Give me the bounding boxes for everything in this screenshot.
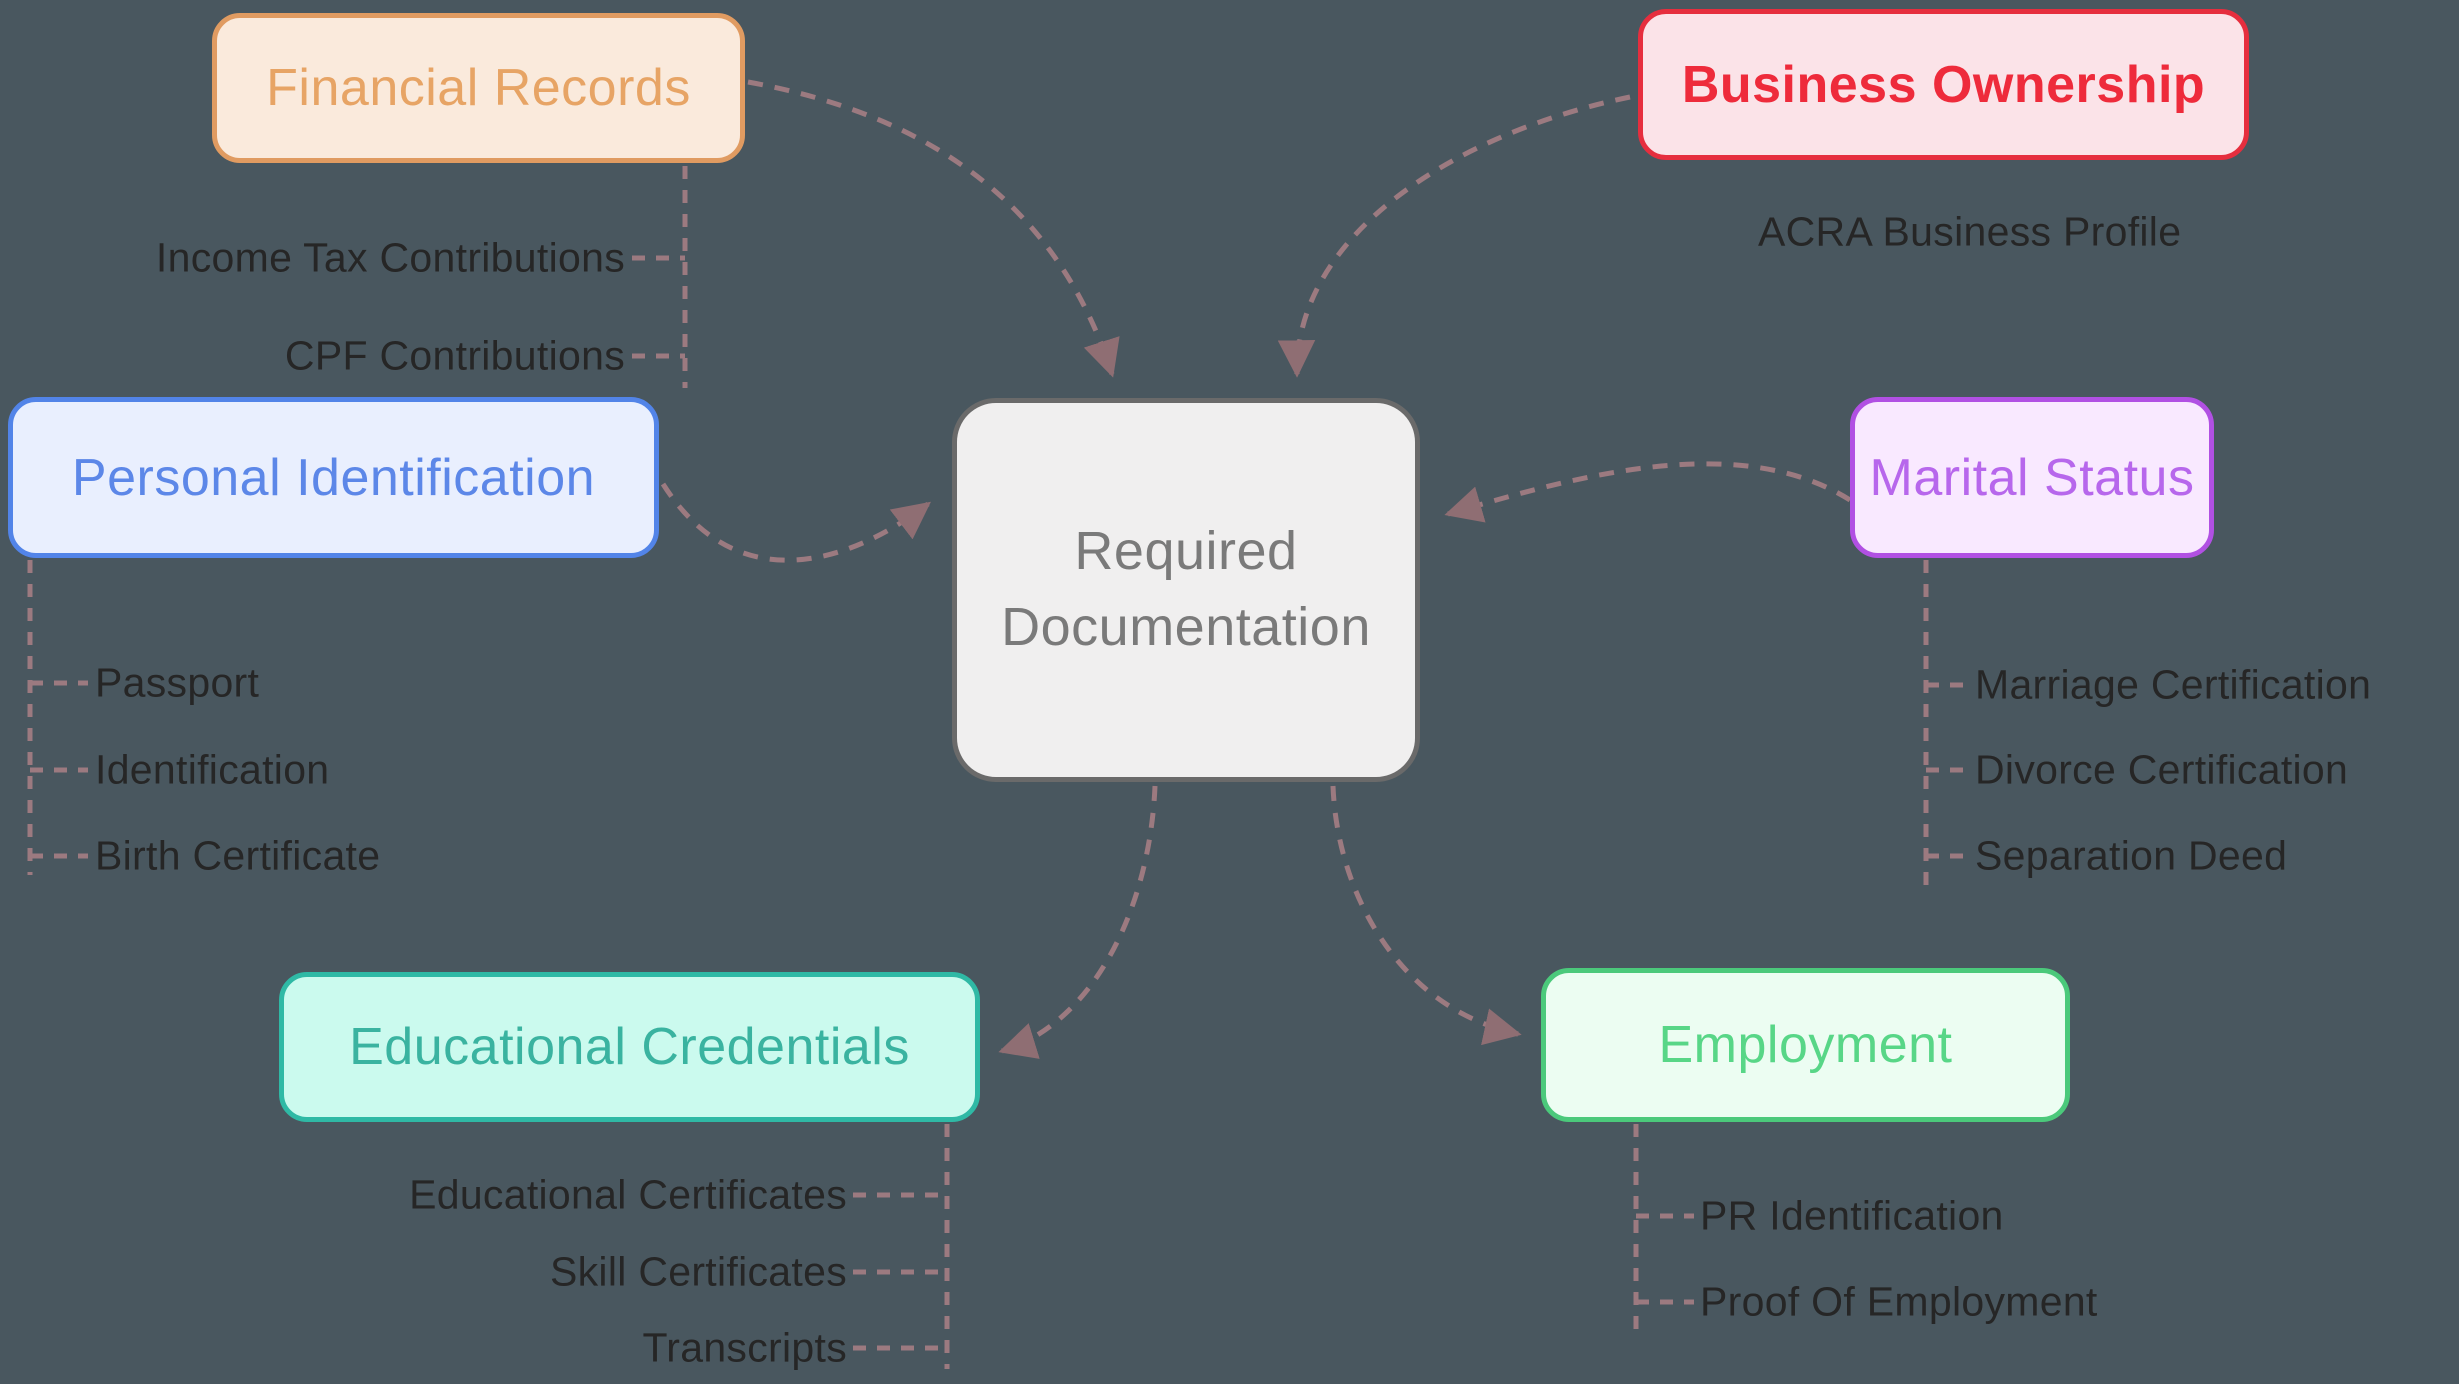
item-birth-certificate[interactable]: Birth Certificate <box>95 832 381 879</box>
node-personal-identification[interactable]: Personal Identification <box>8 397 659 558</box>
branch-label: Employment <box>1658 1016 1953 1074</box>
item-separation-deed[interactable]: Separation Deed <box>1975 832 2288 879</box>
connector-business-to-center <box>1277 94 1631 378</box>
item-connectors-financial <box>632 166 688 388</box>
connector-marital-to-center <box>1444 461 1852 523</box>
branch-label: Business Ownership <box>1681 55 2206 114</box>
item-divorce-certification[interactable]: Divorce Certification <box>1975 746 2349 793</box>
center-label-line2: Documentation <box>1001 597 1371 657</box>
item-transcripts[interactable]: Transcripts <box>642 1324 847 1371</box>
item-connectors-employment <box>1633 1124 1694 1338</box>
node-financial-records[interactable]: Financial Records <box>212 13 745 163</box>
node-employment[interactable]: Employment <box>1541 968 2070 1122</box>
item-passport[interactable]: Passport <box>95 659 260 706</box>
branch-label: Marital Status <box>1869 448 2195 507</box>
item-connectors-educational <box>853 1124 950 1369</box>
branch-label: Educational Credentials <box>349 1018 910 1076</box>
node-educational-credentials[interactable]: Educational Credentials <box>279 972 980 1122</box>
item-connectors-marital <box>1923 560 1968 885</box>
item-acra-business-profile[interactable]: ACRA Business Profile <box>1758 208 2182 255</box>
item-marriage-certification[interactable]: Marriage Certification <box>1975 661 2372 708</box>
connector-personal-to-center <box>660 482 931 563</box>
item-skill-certificates[interactable]: Skill Certificates <box>549 1248 847 1295</box>
center-label-line1: Required <box>1074 521 1298 582</box>
item-income-tax-contributions[interactable]: Income Tax Contributions <box>155 234 625 281</box>
connector-center-to-educational <box>998 785 1158 1059</box>
item-identification[interactable]: Identification <box>95 746 330 793</box>
branch-label: Personal Identification <box>71 448 596 507</box>
item-pr-identification[interactable]: PR Identification <box>1700 1192 2004 1239</box>
node-business-ownership[interactable]: Business Ownership <box>1638 9 2249 160</box>
item-proof-of-employment[interactable]: Proof Of Employment <box>1700 1278 2098 1325</box>
connector-financial-to-center <box>747 79 1120 378</box>
node-marital-status[interactable]: Marital Status <box>1850 397 2214 558</box>
node-required-documentation[interactable]: Required Documentation <box>952 398 1420 782</box>
connector-center-to-employment <box>1330 785 1522 1046</box>
item-cpf-contributions[interactable]: CPF Contributions <box>284 332 625 379</box>
branch-label: Financial Records <box>266 59 691 117</box>
item-educational-certificates[interactable]: Educational Certificates <box>409 1171 847 1218</box>
item-connectors-personal <box>27 560 88 875</box>
